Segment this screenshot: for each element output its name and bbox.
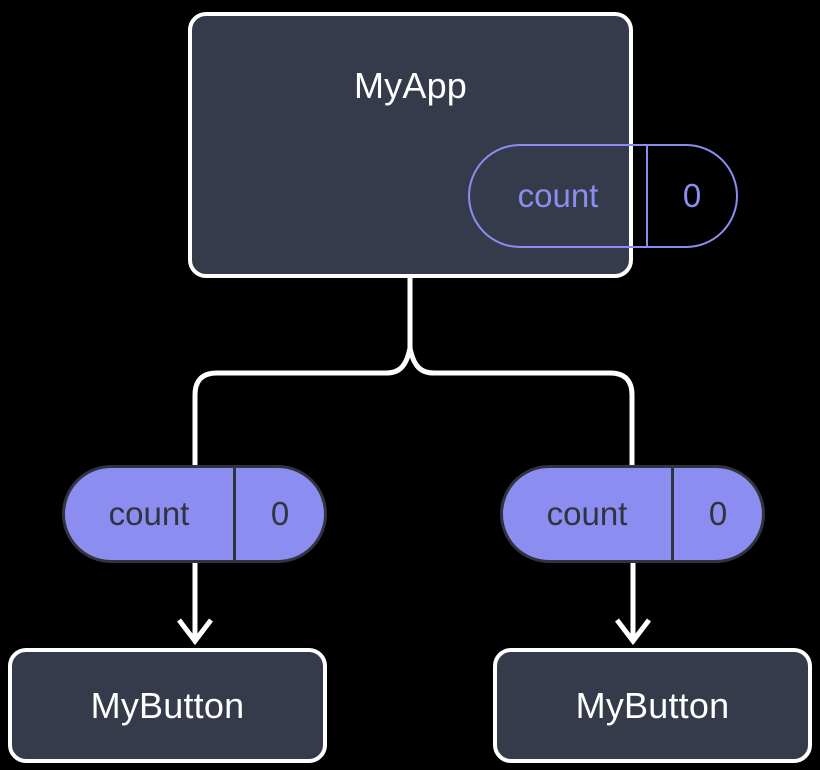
state-pill-branch-right-key: count bbox=[546, 495, 628, 532]
state-pill-branch-left-key: count bbox=[108, 495, 190, 532]
node-myapp[interactable]: MyApp count 0 bbox=[188, 12, 738, 278]
state-pill-myapp[interactable]: count 0 bbox=[468, 144, 738, 248]
node-mybutton-left[interactable]: MyButton bbox=[8, 648, 327, 763]
node-mybutton-left-label: MyButton bbox=[90, 684, 245, 726]
state-pill-myapp-key: count bbox=[517, 177, 599, 214]
edge-branch-left bbox=[192, 347, 413, 465]
state-pill-branch-right[interactable]: count 0 bbox=[500, 465, 765, 563]
node-mybutton-right-label: MyButton bbox=[575, 684, 730, 726]
edge-arrow-left-head bbox=[177, 618, 213, 646]
state-pill-branch-right-value: 0 bbox=[671, 468, 762, 560]
edge-arrow-right-head bbox=[615, 618, 651, 646]
node-myapp-label: MyApp bbox=[353, 65, 468, 106]
edge-branch-right bbox=[407, 347, 635, 465]
node-mybutton-right[interactable]: MyButton bbox=[493, 648, 812, 763]
state-pill-branch-left[interactable]: count 0 bbox=[62, 465, 327, 563]
state-pill-branch-left-value: 0 bbox=[233, 468, 324, 560]
state-pill-myapp-value: 0 bbox=[646, 146, 736, 246]
